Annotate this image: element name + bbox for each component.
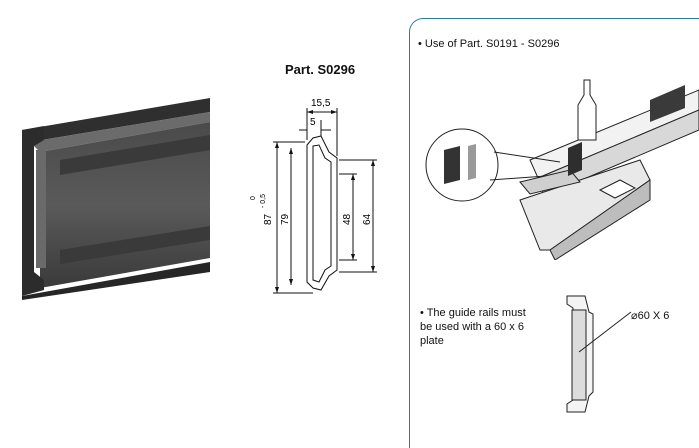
dim-tolerance-upper: 0	[250, 196, 257, 200]
conveyor-illustration	[425, 79, 699, 260]
dim-height-mid: 79	[280, 213, 291, 225]
plate-spec: ⌀60 X 6	[631, 310, 670, 322]
dim-height-channel: 64	[362, 213, 373, 225]
dim-tolerance-lower: - 0,5	[260, 194, 267, 208]
dim-width-inner: 5	[310, 117, 316, 128]
use-note: • Use of Part. S0191 - S0296	[418, 38, 560, 50]
profile-photo	[22, 98, 210, 300]
part-title: Part. S0296	[285, 62, 356, 77]
info-panel	[409, 18, 699, 448]
plate-cross-section	[566, 295, 632, 413]
dim-height-inner: 48	[342, 213, 353, 225]
diameter-icon: ⌀	[631, 310, 638, 322]
dim-height-total: 87	[263, 213, 274, 225]
dim-width-total: 15,5	[311, 98, 331, 109]
technical-drawing: 15,5 5 87 0 - 0,5 79 48 64	[250, 98, 377, 294]
guide-note: • The guide rails must be used with a 60…	[420, 307, 526, 347]
